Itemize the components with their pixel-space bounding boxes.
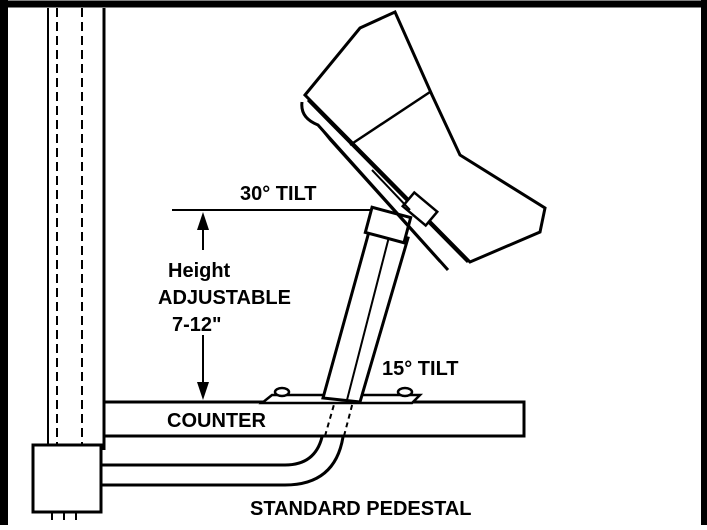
wall-column bbox=[47, 8, 106, 450]
height-label-line3: 7-12" bbox=[172, 314, 222, 336]
tilt-top-label: 30° TILT bbox=[240, 183, 317, 205]
counter bbox=[102, 393, 526, 438]
counter-label: COUNTER bbox=[167, 410, 266, 432]
caption: STANDARD PEDESTAL bbox=[250, 498, 471, 520]
height-dimension bbox=[172, 209, 372, 400]
tilt-bottom-label: 15° TILT bbox=[382, 358, 459, 380]
pedestal-base-block bbox=[31, 443, 103, 520]
display-head bbox=[300, 10, 547, 272]
height-label-line2: ADJUSTABLE bbox=[158, 287, 291, 309]
height-label-line1: Height bbox=[168, 260, 231, 282]
